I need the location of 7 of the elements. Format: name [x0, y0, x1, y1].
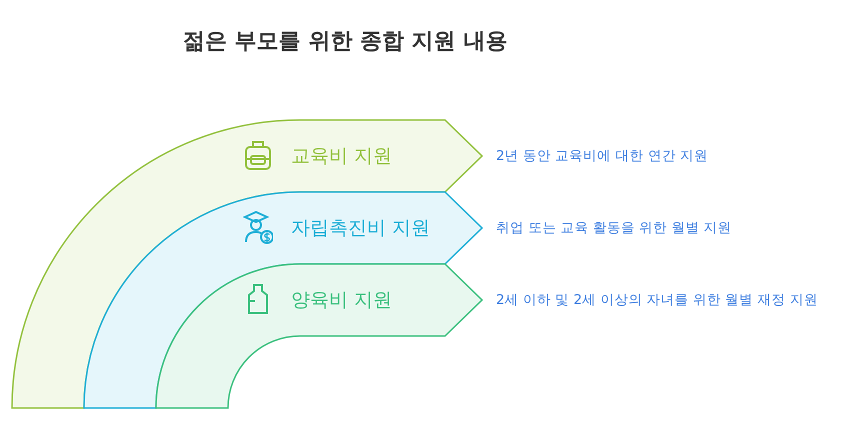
description-text: 2년 동안 교육비에 대한 연간 지원: [496, 147, 708, 165]
description-text: 2세 이하 및 2세 이상의 자녀를 위한 월별 재정 지원: [496, 291, 818, 309]
title: 젊은 부모를 위한 종합 지원 내용: [183, 28, 508, 56]
band-label: 자립촉진비 지원: [291, 216, 430, 240]
description-text: 취업 또는 교육 활동을 위한 월별 지원: [496, 219, 732, 237]
band-label: 교육비 지원: [291, 144, 392, 168]
band-label: 양육비 지원: [291, 288, 392, 312]
